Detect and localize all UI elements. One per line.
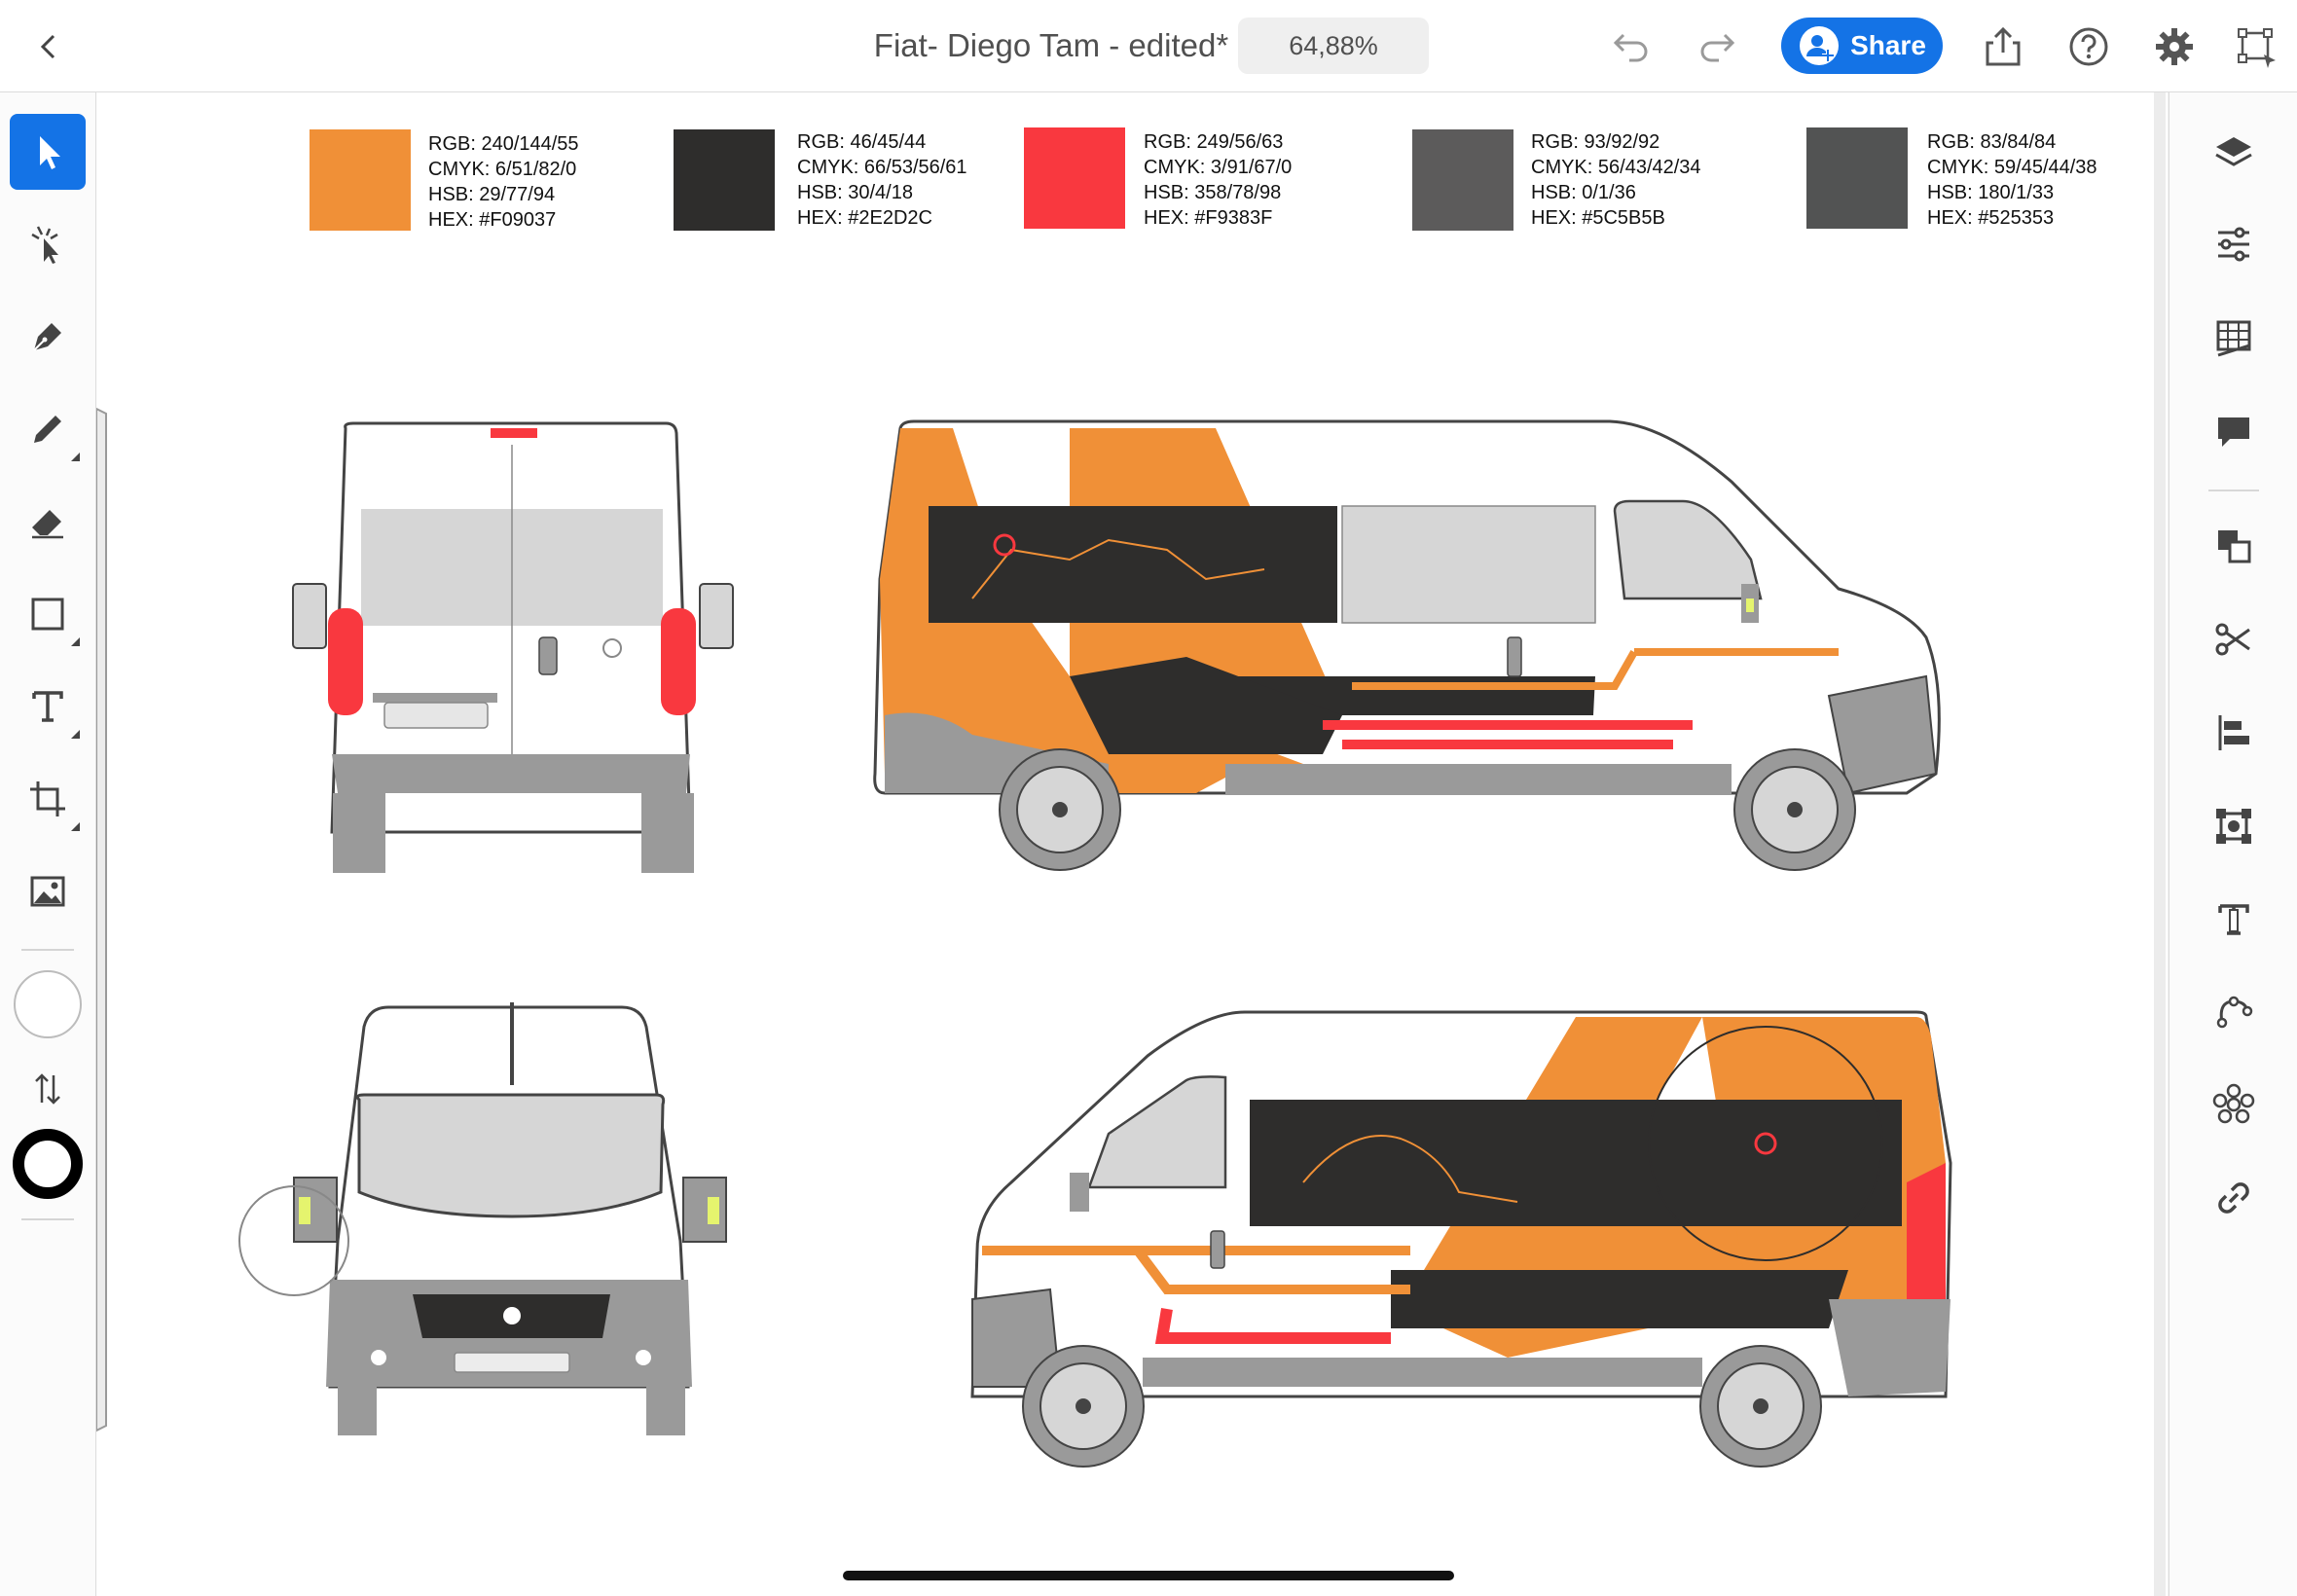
tools-panel xyxy=(0,92,96,1596)
add-user-icon xyxy=(1800,26,1840,65)
van-side-view-driver[interactable] xyxy=(873,419,1941,871)
comment-icon[interactable] xyxy=(2205,402,2263,460)
toolbar-divider xyxy=(21,1218,74,1220)
text-properties-icon[interactable] xyxy=(2205,890,2263,949)
image-icon xyxy=(30,876,65,907)
transform-icon[interactable] xyxy=(2205,797,2263,855)
fill-color-swatch[interactable] xyxy=(10,966,86,1042)
toolbar-divider xyxy=(21,949,74,951)
swatch-grey xyxy=(1412,129,1513,231)
swatch-dark xyxy=(674,129,775,231)
swap-colors-button[interactable] xyxy=(10,1051,86,1127)
pen-tool[interactable] xyxy=(10,299,86,375)
stroke-circle-icon xyxy=(13,1129,83,1199)
top-bar: Fiat- Diego Tam - edited* 64,88% Share xyxy=(0,0,2297,92)
cropped-object-left xyxy=(96,407,107,1433)
pointer-icon xyxy=(40,136,60,169)
pen-icon xyxy=(33,323,61,351)
properties-sliders-icon[interactable] xyxy=(2205,215,2263,273)
repeat-icon[interactable] xyxy=(2205,1075,2263,1134)
export-icon[interactable] xyxy=(1978,21,2028,72)
swatch-red xyxy=(1024,127,1125,229)
pencil-tool[interactable] xyxy=(10,391,86,467)
fill-circle-icon xyxy=(14,970,82,1038)
canvas-scrollbar[interactable] xyxy=(2154,92,2166,1596)
document-title[interactable]: Fiat- Diego Tam - edited* xyxy=(873,27,1229,63)
swatch-orange xyxy=(310,129,411,231)
image-tool[interactable] xyxy=(10,853,86,929)
direct-selection-tool[interactable] xyxy=(10,206,86,282)
help-icon[interactable] xyxy=(2063,21,2114,72)
van-front-view[interactable] xyxy=(238,1002,727,1435)
gear-icon[interactable] xyxy=(2149,21,2200,72)
artboard-icon[interactable] xyxy=(2231,21,2281,72)
undo-icon[interactable] xyxy=(1606,21,1657,72)
more-type-indicator xyxy=(71,730,80,739)
rectangle-icon xyxy=(31,598,64,631)
more-tools-indicator xyxy=(71,453,80,461)
arrange-icon[interactable] xyxy=(2205,517,2263,575)
share-label: Share xyxy=(1850,30,1926,60)
layers-icon[interactable] xyxy=(2205,124,2263,182)
selection-tool[interactable] xyxy=(10,114,86,190)
swap-arrows-icon xyxy=(35,1073,60,1105)
properties-panel xyxy=(2169,92,2297,1596)
scissors-icon[interactable] xyxy=(2205,610,2263,669)
link-icon[interactable] xyxy=(2205,1169,2263,1227)
crop-icon xyxy=(30,781,65,816)
home-indicator xyxy=(843,1571,1454,1580)
panel-divider xyxy=(2208,490,2259,491)
van-wrap-artwork[interactable] xyxy=(96,92,2168,1596)
type-tool[interactable] xyxy=(10,669,86,744)
eraser-tool[interactable] xyxy=(10,484,86,560)
van-rear-view[interactable] xyxy=(292,421,734,873)
share-button[interactable]: Share xyxy=(1781,18,1943,74)
swatches-grid-icon[interactable] xyxy=(2205,308,2263,367)
redo-icon[interactable] xyxy=(1692,21,1742,72)
crop-tool[interactable] xyxy=(10,761,86,837)
rectangle-tool[interactable] xyxy=(10,576,86,652)
more-transform-indicator xyxy=(71,822,80,831)
swatch-charcoal xyxy=(1806,127,1908,229)
pencil-icon xyxy=(34,416,61,443)
stroke-color-swatch[interactable] xyxy=(10,1126,86,1202)
van-side-view-passenger[interactable] xyxy=(970,1010,1952,1468)
zoom-level[interactable]: 64,88% xyxy=(1238,18,1429,74)
more-shapes-indicator xyxy=(71,637,80,646)
direct-select-icon xyxy=(31,226,58,264)
align-icon[interactable] xyxy=(2205,704,2263,762)
path-icon[interactable] xyxy=(2205,982,2263,1040)
eraser-icon xyxy=(32,510,63,539)
type-icon xyxy=(32,691,63,722)
chevron-left-icon[interactable] xyxy=(23,21,74,72)
